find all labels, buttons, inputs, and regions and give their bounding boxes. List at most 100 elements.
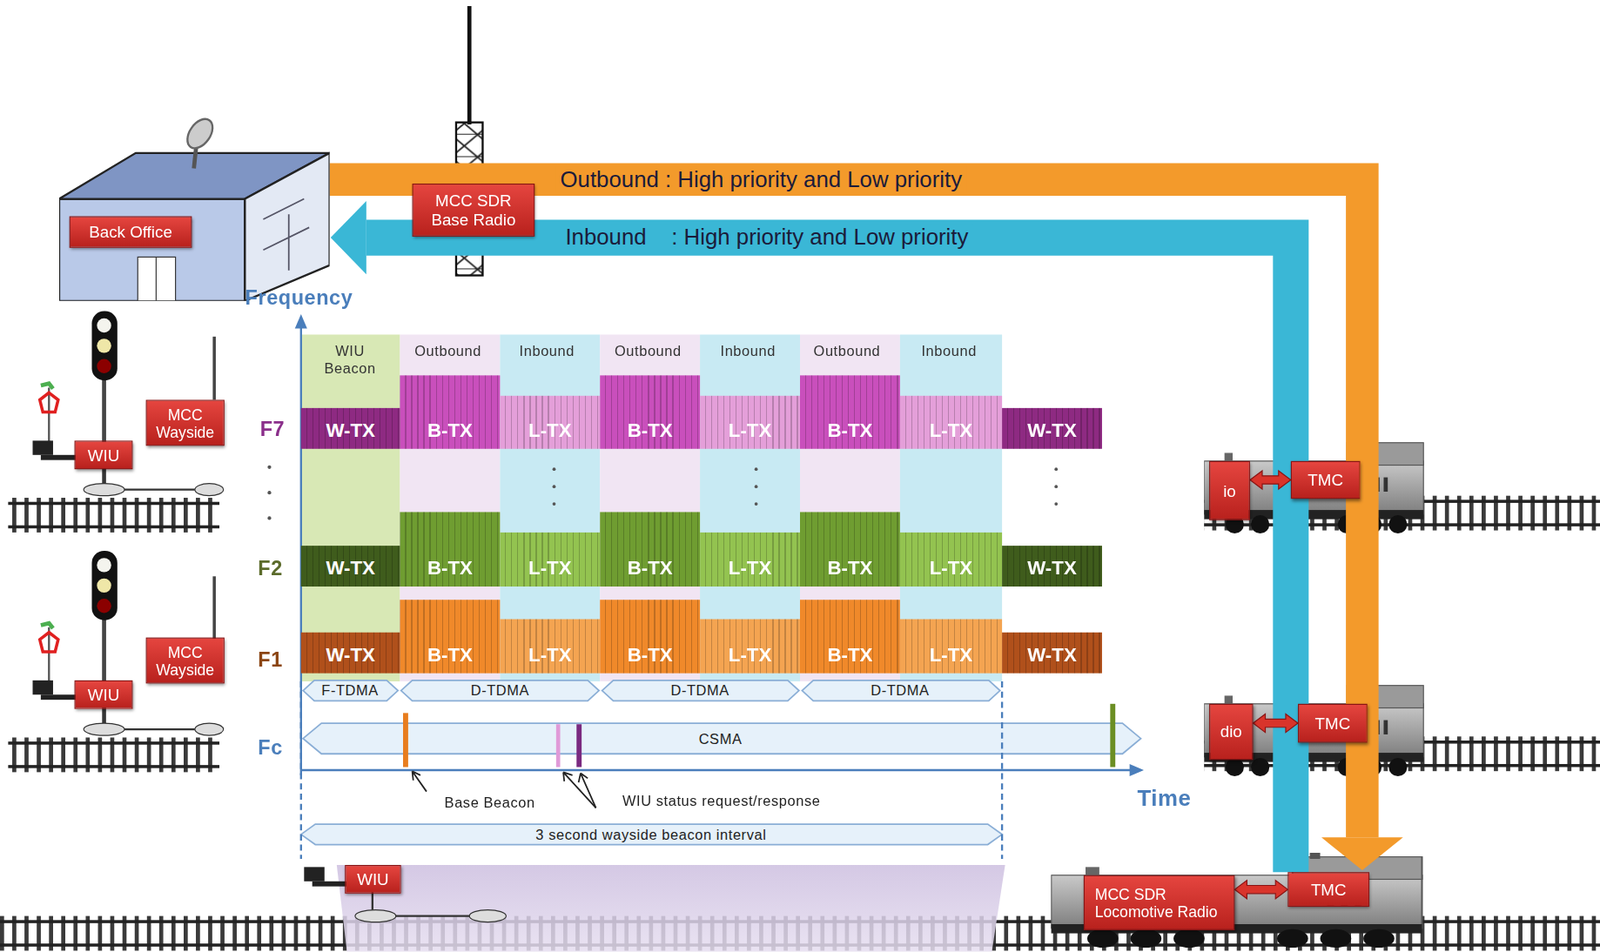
wayside-box: MCC Wayside (146, 400, 225, 447)
slot-label: B-TX (427, 644, 473, 667)
flow-label: Inbound : High priority and Low priority (561, 224, 973, 251)
tx-slot: B-TX (599, 511, 700, 587)
slot-label: L-TX (929, 419, 973, 443)
slot-label: W-TX (325, 419, 375, 443)
tx-slot: L-TX (699, 396, 800, 450)
tx-slot: B-TX (800, 599, 901, 673)
building-outline (59, 117, 330, 302)
tx-slot: B-TX (400, 511, 501, 587)
flow-label: Outbound : High priority and Low priorit… (556, 166, 967, 193)
tx-slot: W-TX (1001, 408, 1103, 450)
channel-label: F2 (257, 556, 283, 580)
slot-label: B-TX (427, 419, 473, 443)
box-label: MCC Wayside (150, 405, 220, 441)
box-label: TMC (1315, 713, 1352, 733)
slot-label: L-TX (728, 419, 772, 443)
slot-label: W-TX (1027, 557, 1076, 580)
tmc-box: TMC (1290, 461, 1361, 499)
radio-box: dio (1209, 704, 1253, 760)
slot-label: W-TX (1027, 644, 1076, 667)
box-label: WIU (87, 685, 120, 705)
tx-slot: W-TX (1001, 632, 1103, 674)
slot-bracket-label: CSMA (695, 730, 746, 747)
slot-label: L-TX (728, 557, 772, 580)
tx-slot: L-TX (900, 396, 1002, 450)
slot-label: L-TX (728, 644, 772, 667)
tx-slot: B-TX (400, 599, 501, 673)
slot-label: L-TX (528, 557, 572, 580)
arrowhead (1321, 837, 1404, 871)
box-label: MCC SDR Base Radio (419, 190, 528, 230)
wiu-box: WIU (344, 865, 401, 895)
slot-label: W-TX (325, 557, 375, 580)
tmc-box: TMC (1287, 872, 1370, 908)
slot-bracket-label: D-TDMA (467, 682, 532, 700)
tx-slot: B-TX (800, 375, 901, 449)
tx-slot: W-TX (1001, 545, 1103, 587)
data-flow-band (330, 201, 1291, 873)
wiu-box: WIU (74, 440, 134, 470)
box-label: io (1223, 481, 1237, 501)
tx-slot: W-TX (301, 408, 401, 450)
slot-label: B-TX (826, 419, 873, 443)
column-header: Outbound (614, 342, 682, 360)
tx-slot: W-TX (301, 545, 401, 587)
slot-label: L-TX (929, 557, 973, 580)
building-label: Back Office (69, 216, 193, 249)
slot-label: L-TX (528, 644, 572, 667)
tx-slot: L-TX (900, 532, 1002, 587)
axis-label: Time (1136, 786, 1191, 813)
box-label: WIU (87, 445, 120, 465)
tx-slot: B-TX (599, 375, 700, 449)
box-label: TMC (1307, 470, 1344, 490)
tx-slot: L-TX (499, 396, 600, 450)
slot-label: B-TX (826, 557, 873, 580)
tx-slot: L-TX (900, 619, 1002, 674)
tx-slot: B-TX (599, 599, 700, 673)
column-header: Inbound (720, 342, 776, 360)
column-header: Inbound (921, 342, 976, 360)
column-header: Inbound (519, 342, 575, 360)
tx-slot: L-TX (499, 619, 600, 674)
tx-slot: L-TX (499, 532, 600, 587)
band (329, 179, 1363, 838)
channel-label: Fc (257, 736, 283, 760)
box-label: MCC SDR Locomotive Radio (1095, 885, 1231, 921)
wayside-box: MCC Wayside (146, 638, 225, 685)
slot-label: B-TX (627, 644, 673, 667)
box-label: WIU (356, 869, 389, 889)
tmc-box: TMC (1297, 704, 1368, 744)
interval-label: 3 second wayside beacon interval (532, 826, 770, 843)
slot-label: W-TX (325, 644, 375, 667)
slot-label: L-TX (528, 419, 572, 443)
slot-label: B-TX (826, 644, 873, 667)
channel-label: F7 (260, 417, 286, 442)
data-flow-band (329, 179, 1404, 871)
tx-slot: W-TX (301, 632, 401, 674)
slot-label: W-TX (1027, 419, 1076, 443)
double-arrow (1234, 880, 1288, 900)
link-arrow (1250, 470, 1291, 490)
tx-slot: B-TX (800, 511, 901, 587)
tx-slot: L-TX (699, 619, 800, 674)
radio-box: io (1209, 461, 1251, 521)
box-label: TMC (1310, 880, 1347, 900)
callout-label: Base Beacon (444, 794, 536, 812)
tx-slot: B-TX (400, 375, 501, 449)
axis-label: Frequency (245, 286, 354, 310)
callout-label: WIU status request/response (622, 793, 821, 810)
slot-label: L-TX (929, 644, 973, 667)
wiu-box: WIU (74, 680, 134, 710)
double-arrow (1250, 470, 1291, 490)
double-arrow (1252, 714, 1298, 733)
back-office-building: Back Office (59, 117, 330, 302)
slot-label: B-TX (627, 557, 673, 580)
base-radio-box: MCC SDR Base Radio (412, 183, 536, 237)
slot-bracket-label: D-TDMA (867, 682, 933, 700)
locomotive-radio-box: MCC SDR Locomotive Radio (1083, 875, 1235, 931)
band (366, 237, 1291, 873)
slot-label: B-TX (627, 419, 673, 443)
slot-label: B-TX (427, 557, 473, 580)
column-header: WIU Beacon (318, 342, 383, 378)
box-label: MCC Wayside (150, 643, 220, 679)
